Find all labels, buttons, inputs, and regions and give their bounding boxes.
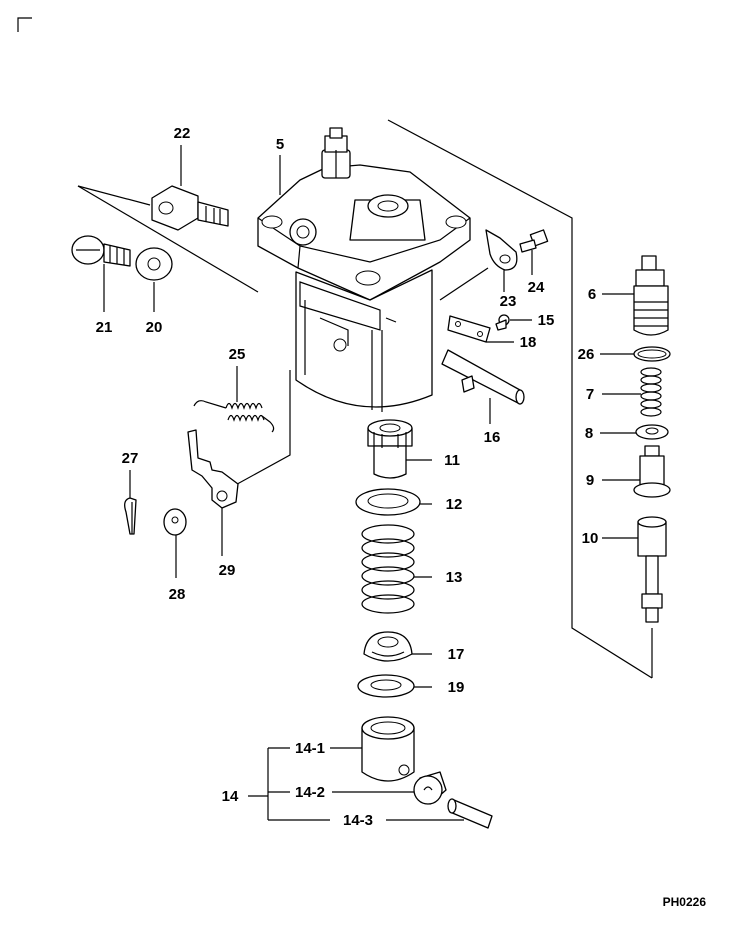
part-23-clamp[interactable] [485,229,518,271]
callout-18: 18 [520,334,537,351]
callout-24: 24 [528,279,545,296]
part-8-gasket[interactable] [635,424,669,440]
callout-20: 20 [146,319,163,336]
callout-28: 28 [169,586,186,603]
part-11-sleeve[interactable] [367,419,413,479]
part-17-spring-seat[interactable] [363,631,413,662]
callout-22: 22 [174,125,191,142]
callout-9: 9 [586,472,594,489]
part-15-screw[interactable] [495,314,510,331]
part-28-washer[interactable] [163,508,187,536]
reference-line-left [229,370,291,489]
callout-6: 6 [588,286,596,303]
bracket-14 [248,747,330,821]
callout-14: 14 [222,788,239,805]
callout-29: 29 [219,562,236,579]
callout-14-3: 14-3 [343,812,373,829]
part-14-1-tappet[interactable] [361,716,415,782]
part-5-pump-housing[interactable] [257,127,471,412]
callout-8: 8 [585,425,593,442]
callout-16: 16 [484,429,501,446]
part-14-2-roller[interactable] [413,771,447,805]
callout-23: 23 [500,293,517,310]
part-10-plunger[interactable] [637,516,667,623]
callout-10: 10 [582,530,599,547]
callout-25: 25 [229,346,246,363]
callout-7: 7 [586,386,594,403]
callout-13: 13 [446,569,463,586]
callout-19: 19 [448,679,465,696]
part-19-washer[interactable] [357,674,415,698]
part-9-delivery-valve[interactable] [633,445,671,498]
part-16-rod[interactable] [441,349,525,405]
part-24-bolt[interactable] [519,229,549,253]
figure-code: PH0226 [663,895,707,909]
part-12-washer[interactable] [355,488,421,516]
callout-17: 17 [448,646,465,663]
ref-line-23 [439,267,489,301]
part-13-spring[interactable] [361,524,415,614]
part-18-plate[interactable] [447,315,491,343]
part-29-lever[interactable] [187,429,239,509]
callout-27: 27 [122,450,139,467]
callout-15: 15 [538,312,555,329]
part-26-o-ring[interactable] [633,346,671,362]
part-27-cotter-pin[interactable] [124,497,137,535]
part-20-washer[interactable] [135,247,173,281]
callout-14-1: 14-1 [295,740,325,757]
callout-26: 26 [578,346,595,363]
callout-21: 21 [96,319,113,336]
part-25-spring[interactable] [193,400,275,433]
callout-5: 5 [276,136,284,153]
callout-12: 12 [446,496,463,513]
part-21-bolt[interactable] [71,235,131,267]
part-14-3-pin[interactable] [447,798,493,829]
reference-line-right [387,119,653,679]
callout-14-2: 14-2 [295,784,325,801]
callout-11: 11 [444,452,460,469]
ref-line-22b [77,185,259,293]
part-7-spring[interactable] [640,367,662,417]
part-6-valve-holder[interactable] [633,255,669,336]
ref-line-22a [77,185,151,206]
part-22-banjo[interactable] [151,185,229,231]
corner-mark [17,17,32,32]
